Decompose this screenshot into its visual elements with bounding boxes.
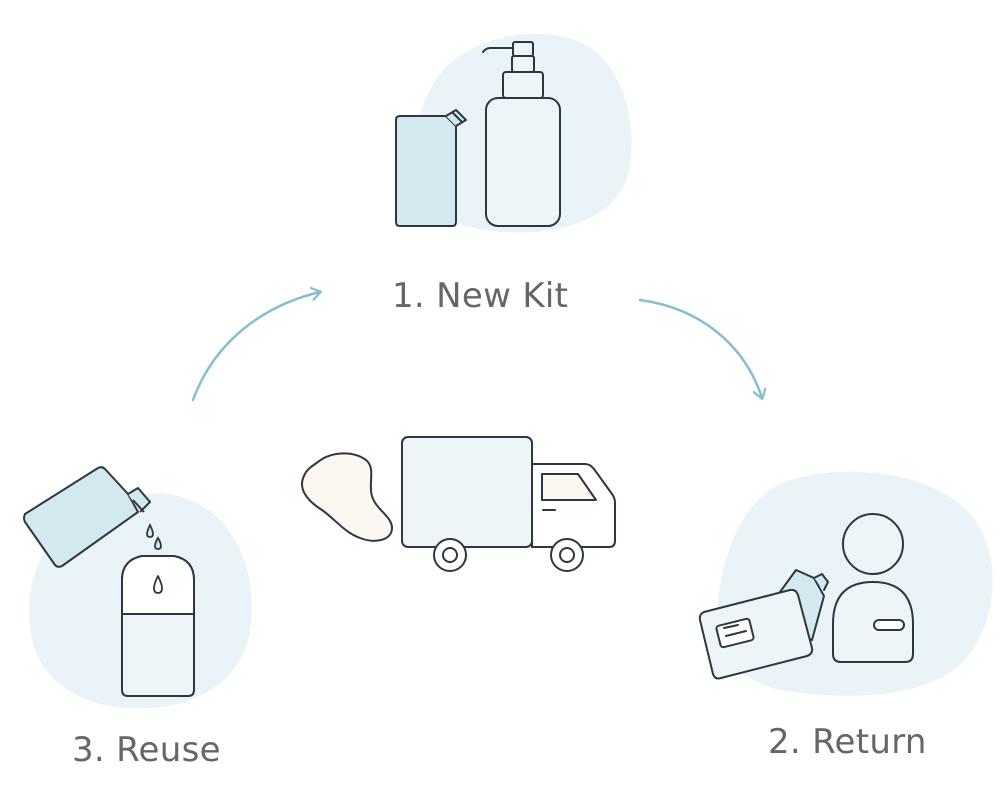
arrow-reuse-to-new-kit xyxy=(191,292,320,402)
pouring-pouch-icon xyxy=(23,466,151,568)
person-icon xyxy=(832,513,914,663)
pump-bottle-icon xyxy=(482,41,561,227)
return-package-icon xyxy=(698,569,829,680)
water-drop-icon xyxy=(146,522,162,550)
step-label-reuse: 3. Reuse xyxy=(72,730,221,770)
step-label-return: 2. Return xyxy=(768,722,927,762)
refill-pouch-icon xyxy=(395,109,467,227)
arrow-new-kit-to-return xyxy=(638,298,762,398)
exhaust-smoke-icon xyxy=(301,452,393,542)
delivery-truck-icon xyxy=(401,436,616,572)
step-label-new-kit: 1. New Kit xyxy=(392,276,569,316)
dispenser-bottle-icon xyxy=(121,555,195,697)
